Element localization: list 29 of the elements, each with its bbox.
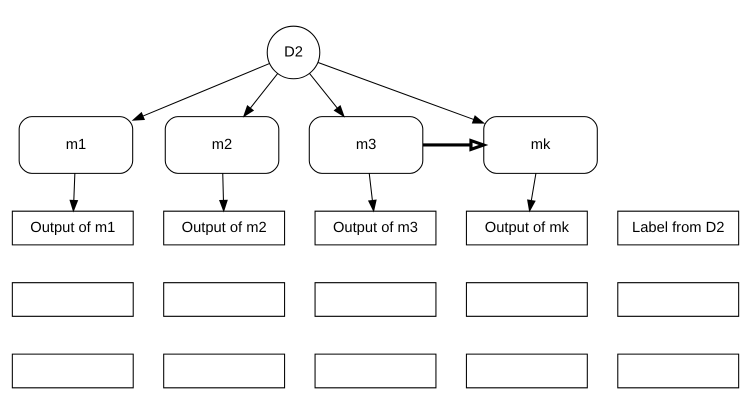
node-box: Label from D2 xyxy=(617,210,740,245)
node-box: Output of mk xyxy=(466,210,588,245)
arrow xyxy=(132,62,270,120)
node-box xyxy=(12,282,134,316)
node-box xyxy=(617,282,740,316)
node-box: m3 xyxy=(308,116,424,174)
arrow xyxy=(69,172,78,212)
node-box xyxy=(12,353,134,388)
node-box: m2 xyxy=(164,116,280,174)
node-box xyxy=(163,353,286,388)
node-box xyxy=(466,353,588,388)
node-box: Output of m1 xyxy=(12,210,134,245)
node-box: m1 xyxy=(18,116,134,174)
node-box xyxy=(314,282,436,316)
arrow xyxy=(318,62,486,124)
node-box xyxy=(163,282,286,316)
node-box: Output of m3 xyxy=(314,210,436,245)
node-box: Output of m2 xyxy=(163,210,286,245)
node-circle: D2 xyxy=(266,25,320,79)
node-box xyxy=(617,353,740,388)
node-box: mk xyxy=(483,116,598,174)
arrow xyxy=(242,72,278,118)
arrow xyxy=(368,172,377,212)
arrow xyxy=(422,138,488,152)
node-box xyxy=(314,353,436,388)
arrow xyxy=(219,172,228,212)
node-box xyxy=(466,282,588,316)
arrow xyxy=(527,172,536,212)
arrow xyxy=(309,72,345,118)
